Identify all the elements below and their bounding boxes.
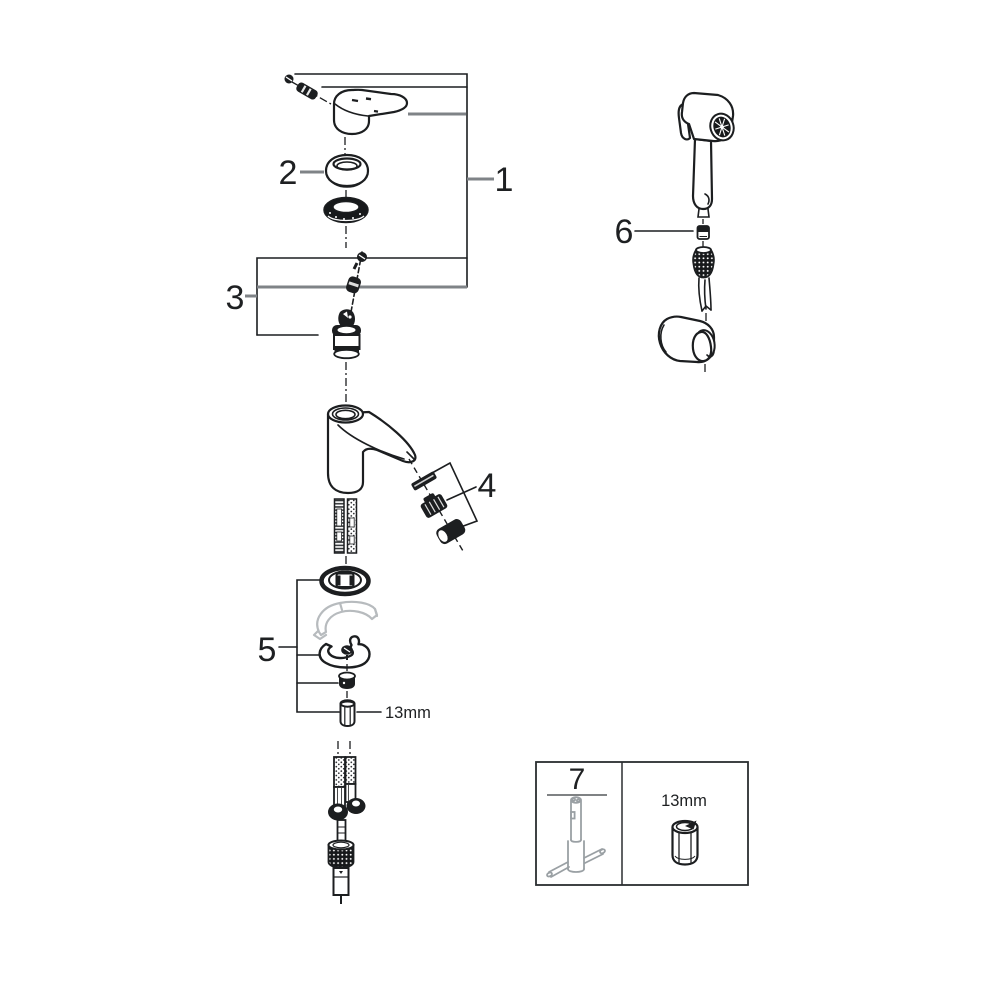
callout-1-label: 1 bbox=[495, 161, 514, 199]
aerator-housing bbox=[436, 519, 466, 545]
callout-3-label: 3 bbox=[226, 279, 245, 317]
lever-handle-assembly bbox=[284, 74, 409, 136]
callout-5-label: 5 bbox=[258, 631, 277, 669]
callout-6-label: 6 bbox=[615, 213, 634, 251]
supply-hoses bbox=[327, 741, 366, 904]
hose-cone-nut bbox=[692, 246, 715, 279]
toothed-ring bbox=[323, 190, 369, 248]
aerator-assembly bbox=[408, 458, 479, 552]
spray-filter bbox=[696, 225, 710, 240]
toolbox-panel bbox=[535, 761, 749, 886]
ghost-mounting-bracket bbox=[312, 600, 379, 641]
cartridge-assembly bbox=[332, 251, 367, 402]
horseshoe-washer bbox=[318, 635, 371, 669]
toolbox-nut-size-label: 13mm bbox=[661, 792, 707, 810]
cap-ring bbox=[324, 137, 370, 188]
hose-connector bbox=[332, 867, 350, 904]
callout-1-bracket bbox=[294, 73, 494, 288]
flow-regulator bbox=[420, 493, 448, 518]
spray-hose bbox=[697, 277, 712, 312]
threaded-shanks bbox=[333, 498, 358, 568]
grub-screw bbox=[296, 82, 318, 100]
small-nut bbox=[338, 671, 356, 689]
callout-7-label: 7 bbox=[569, 763, 586, 796]
aerator-seal bbox=[411, 471, 437, 491]
toolbox-hex-nut bbox=[671, 819, 699, 866]
callout-2-label: 2 bbox=[279, 154, 298, 192]
lever-handle bbox=[332, 88, 409, 136]
callout-4-label: 4 bbox=[478, 467, 497, 505]
cartridge-gland bbox=[346, 276, 362, 294]
wall-holder bbox=[657, 315, 716, 364]
hand-spray-set bbox=[634, 91, 735, 374]
cartridge bbox=[332, 309, 361, 360]
callout-3-bracket bbox=[245, 257, 468, 336]
faucet-body bbox=[326, 404, 417, 495]
callout-5-bracket bbox=[278, 579, 340, 713]
callout-4-bracket bbox=[431, 461, 479, 529]
mounting-set bbox=[278, 565, 382, 728]
spray-face bbox=[709, 112, 735, 142]
hex-nut-13mm bbox=[339, 699, 356, 728]
spray-handle bbox=[691, 137, 714, 211]
mounting-tool bbox=[546, 796, 606, 878]
hose-union-nut bbox=[327, 839, 355, 869]
hex-nut-size-label: 13mm bbox=[385, 704, 431, 722]
